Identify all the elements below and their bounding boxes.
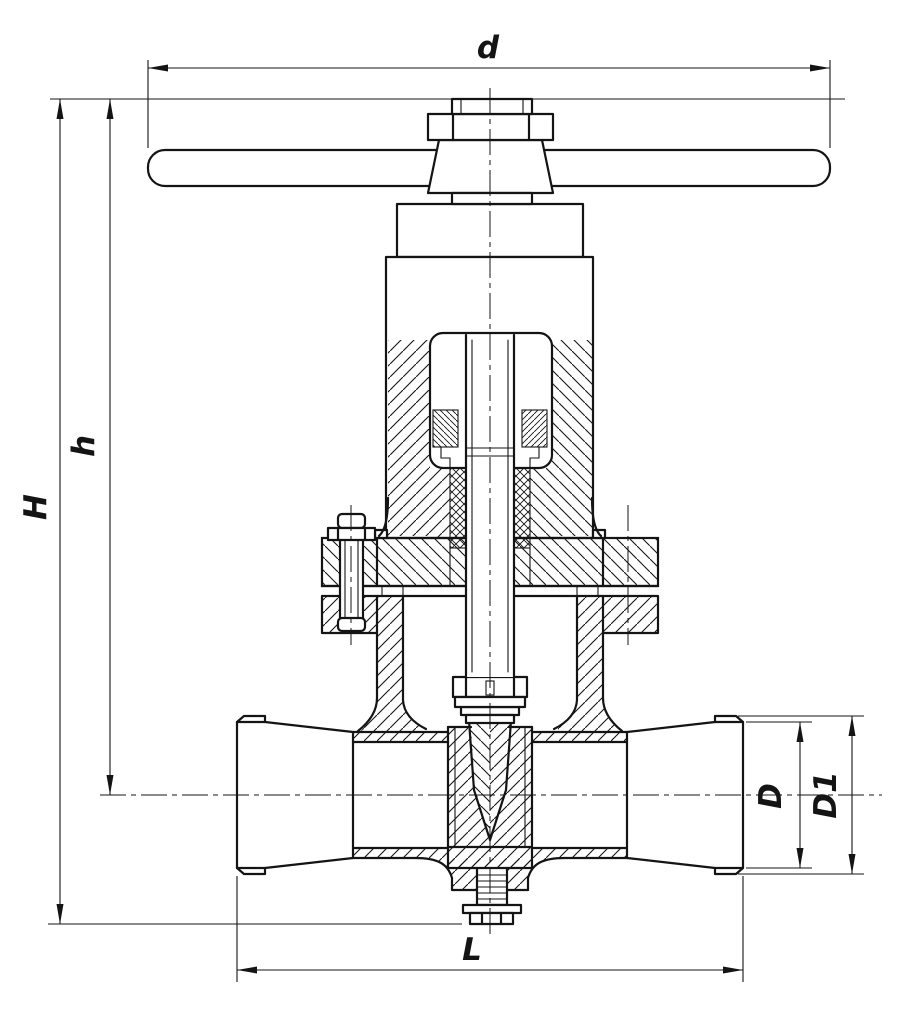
dim-D1: D1: [738, 715, 864, 875]
dim-label-L: L: [462, 932, 482, 968]
dim-label-h: h: [66, 435, 102, 457]
dim-L: L: [236, 876, 744, 982]
pipe-run: [235, 714, 745, 876]
dim-label-d: d: [477, 30, 500, 66]
dim-d: d: [147, 30, 831, 148]
packing-left: [449, 467, 467, 549]
dim-label-D: D: [753, 783, 789, 809]
dim-D: D: [746, 721, 812, 869]
packing-right: [513, 467, 531, 549]
dim-label-H: H: [18, 494, 54, 520]
dimension-annotations: d H h D D1: [18, 30, 864, 982]
centerlines: [100, 88, 882, 938]
seat-and-wedge: [413, 675, 567, 926]
drain-plug: [461, 866, 523, 926]
dim-H: H: [18, 99, 64, 924]
dim-h: h: [66, 99, 114, 795]
handwheel: [146, 97, 832, 206]
dim-label-D1: D1: [808, 771, 844, 818]
